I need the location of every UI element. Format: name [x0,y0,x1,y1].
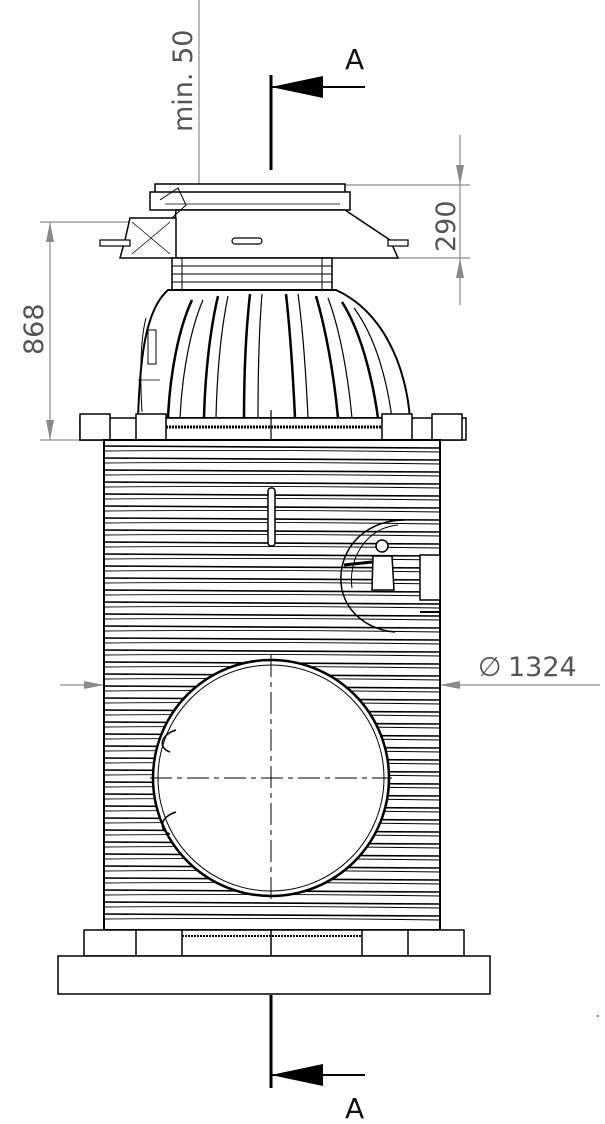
corrugation-rib [103,589,441,593]
section-mark-bottom: A [269,995,365,1124]
corrugation-rib [103,553,441,557]
corrugation-rib-inner [103,653,441,657]
manufacturer-logo [340,519,441,633]
corrugation-rib [103,577,441,581]
section-label-bottom: A [345,1092,364,1124]
corrugation-rib [103,481,441,485]
dimension-label-dome-height: 868 [19,303,50,355]
corrugation-rib-inner [103,905,441,909]
tank-base [57,929,491,995]
corrugation-rib [103,913,441,917]
dimension-label-min-clearance: min. 50 [168,30,199,132]
dimension-symbol-diameter: ∅ [478,652,502,683]
section-label-top: A [345,43,364,76]
corrugation-rib [103,901,441,905]
corrugation-rib [103,457,441,461]
corrugation-rib [103,625,441,629]
tank-top-flange [79,410,467,441]
corrugation-rib-inner [103,569,441,573]
corrugation-rib-inner [103,485,441,489]
corrugation-rib-inner [103,641,441,645]
corrugation-rib [103,445,441,449]
corrugation-rib [103,649,441,653]
dimension-label-tank-diameter: 1324 [508,652,577,683]
corrugation-rib [103,565,441,569]
corrugation-rib-inner [103,449,441,453]
corrugation-rib [103,637,441,641]
corrugation-rib-inner [103,461,441,465]
section-mark-top: A [269,43,365,170]
dimension-neck-height: 290 [345,135,470,305]
corrugation-rib-inner [103,917,441,921]
dimension-label-neck-height: 290 [431,200,462,252]
inlet-opening [150,655,392,900]
corrugation-rib-inner [103,473,441,477]
corrugation-rib [103,613,441,617]
corrugation-rib [103,601,441,605]
dimension-dome-height: 868 [19,221,130,441]
corrugation-rib-inner [103,605,441,609]
manhole-neck [99,183,409,291]
corrugation-rib-inner [103,629,441,633]
dome [136,289,412,419]
corrugation-rib-inner [103,593,441,597]
corrugation-rib-inner [103,557,441,561]
corrugation-rib [103,469,441,473]
corrugation-rib-inner [103,581,441,585]
corrugation-rib-inner [103,617,441,621]
tank-body [103,439,441,931]
